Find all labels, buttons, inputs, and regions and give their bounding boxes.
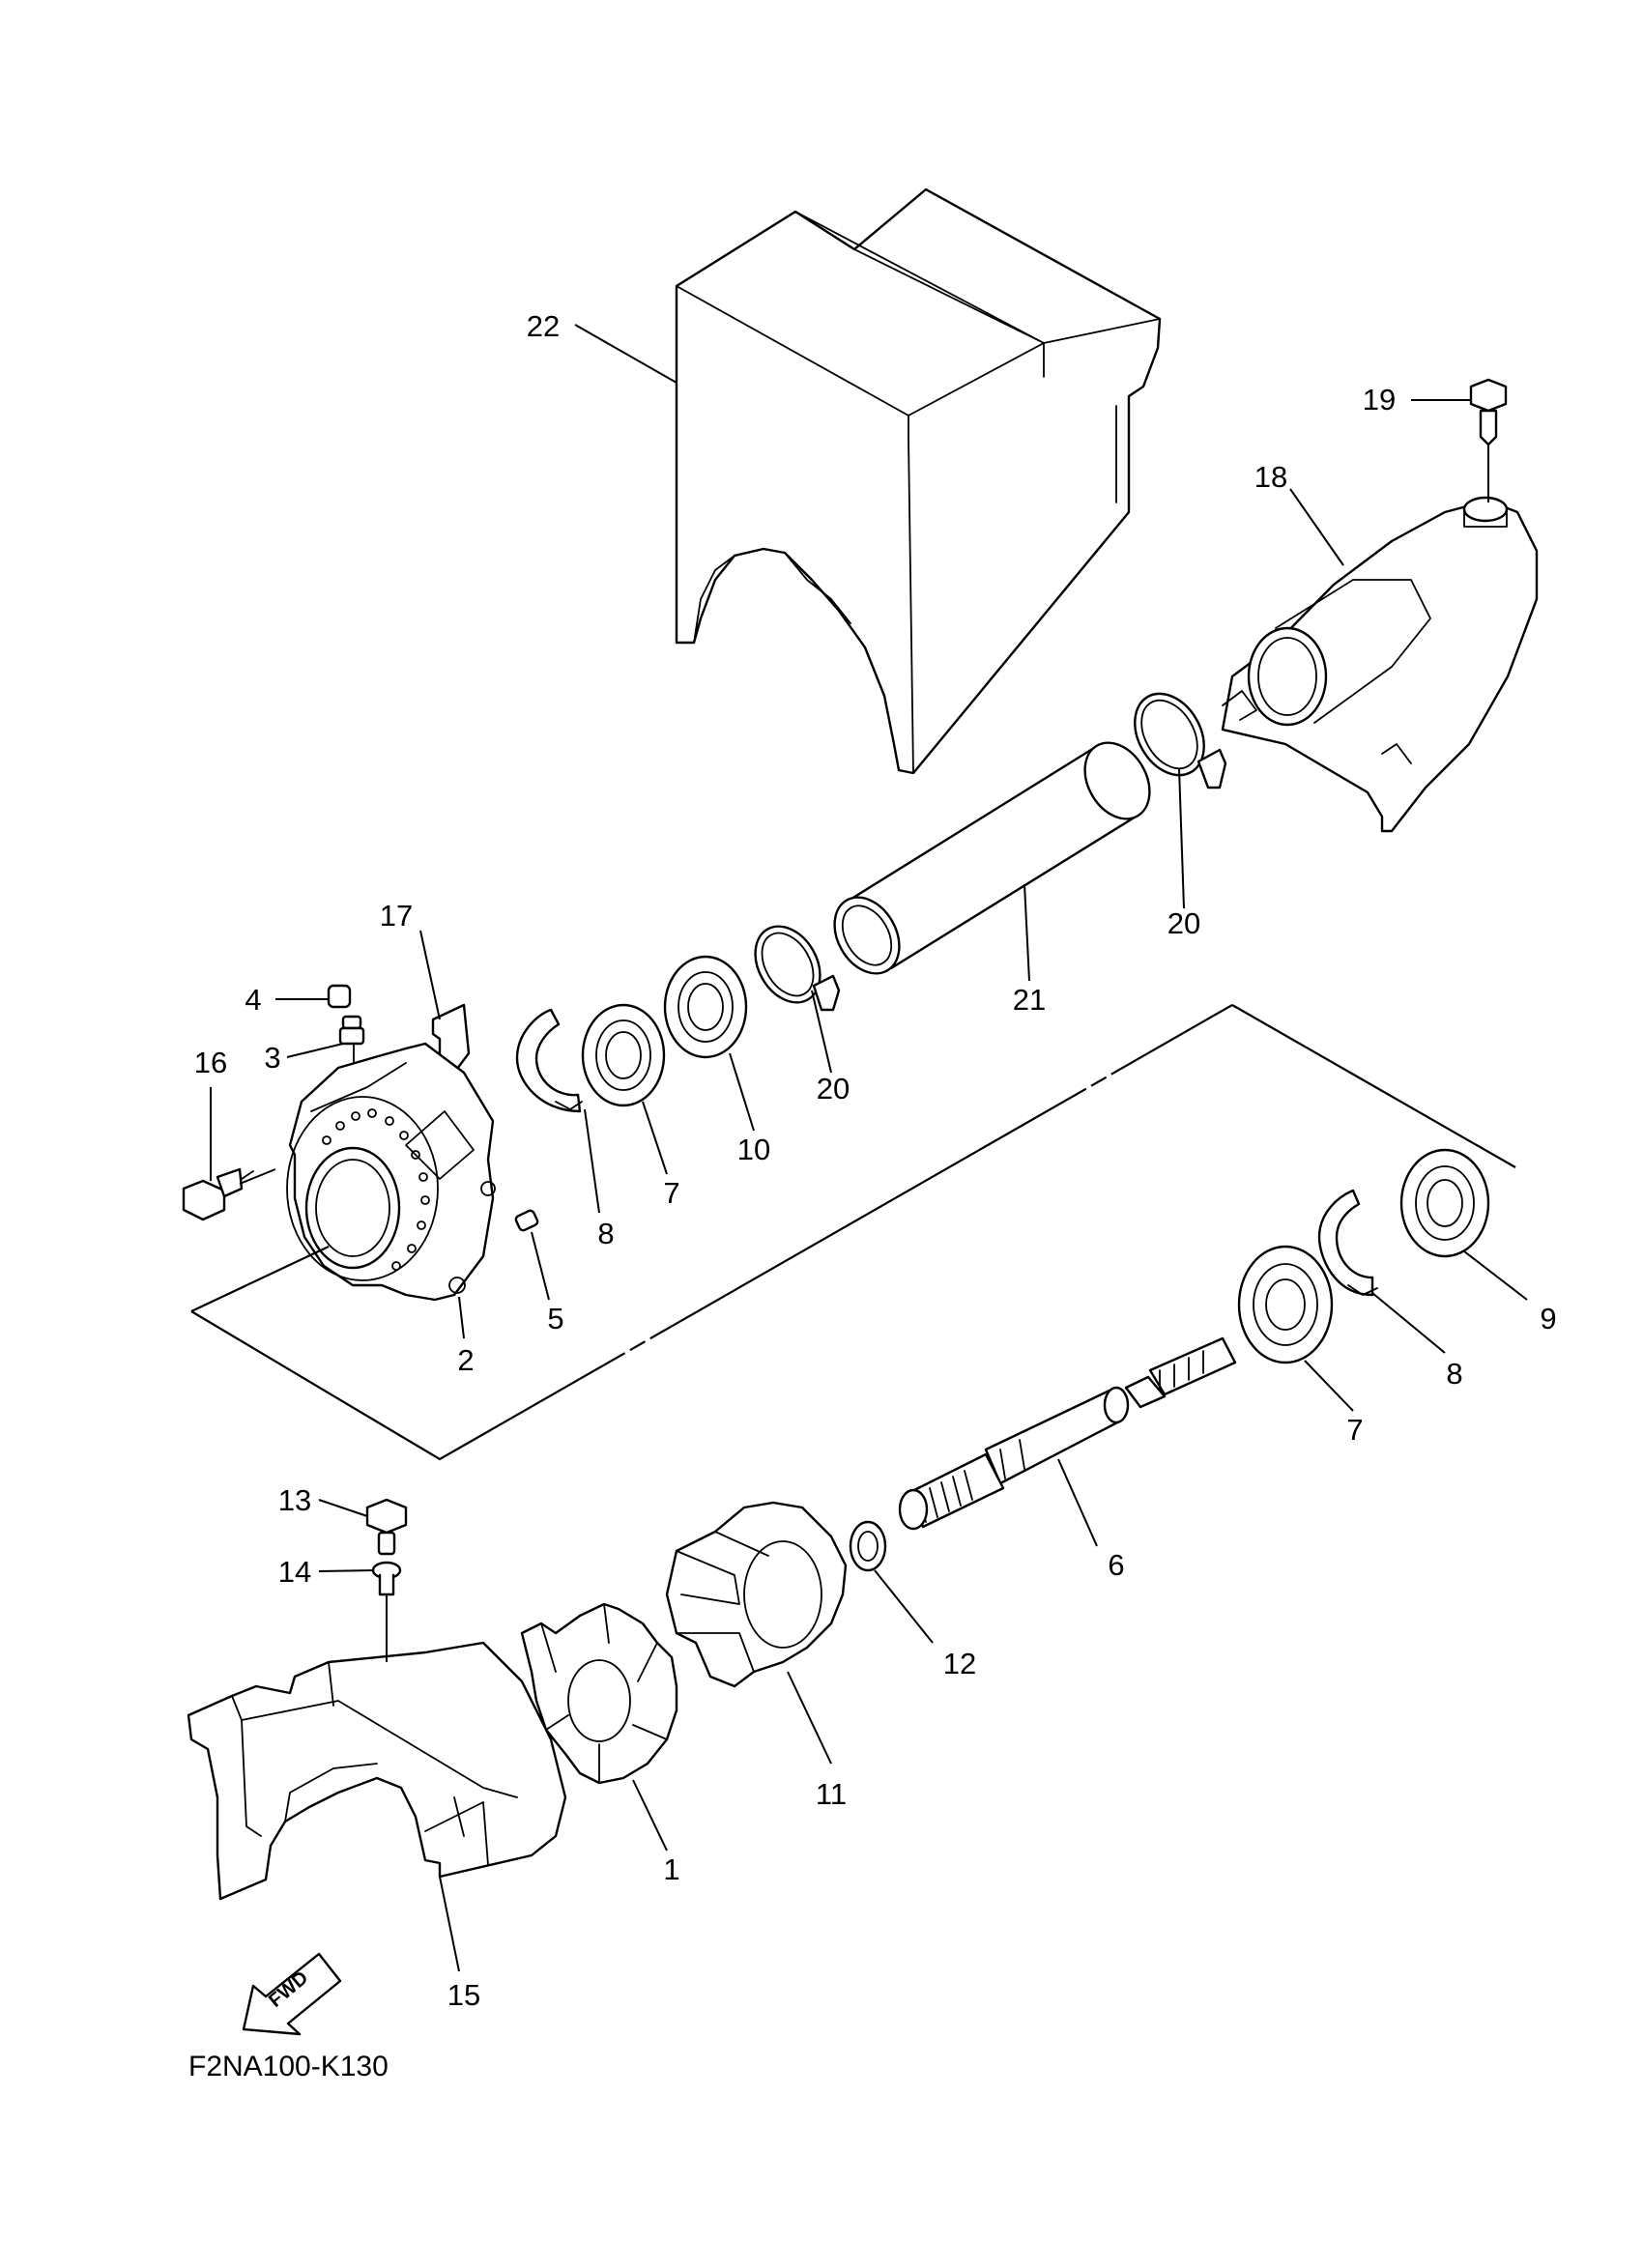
part-8-circlip-upper: [515, 1008, 583, 1113]
part-1-damper: [520, 1602, 678, 1785]
part-19-bolt: [1469, 378, 1508, 446]
callout-16: 16: [194, 1046, 227, 1079]
callout-14: 14: [278, 1555, 311, 1589]
callout-9: 9: [1540, 1302, 1556, 1335]
callout-21: 21: [1013, 983, 1046, 1017]
callout-13: 13: [278, 1483, 311, 1517]
callout-3: 3: [264, 1041, 280, 1075]
part-5-pin: [514, 1209, 539, 1232]
part-7-bearing-upper: [581, 1003, 666, 1107]
part-11-coupling: [665, 1501, 848, 1688]
part-15-intake-housing: [187, 1641, 567, 1901]
callout-22: 22: [527, 309, 560, 343]
leader-lines: [210, 324, 1528, 1972]
part-12-washer: [849, 1520, 887, 1572]
part-14-collar: [371, 1561, 402, 1596]
callout-20-upper: 20: [1167, 906, 1200, 940]
part-4-cap: [327, 984, 352, 1009]
part-9-bearing: [1399, 1148, 1490, 1258]
fwd-arrow-icon: FWD: [242, 1952, 342, 2036]
part-16-bolt: [182, 1167, 254, 1221]
part-2-housing: [286, 1042, 496, 1302]
callout-5: 5: [547, 1302, 563, 1335]
callout-7-lower: 7: [1346, 1413, 1363, 1447]
callout-4: 4: [245, 983, 261, 1017]
callout-17: 17: [380, 899, 413, 933]
part-18-nozzle: [1221, 496, 1539, 833]
callout-10: 10: [737, 1133, 770, 1166]
callout-11: 11: [816, 1777, 847, 1811]
part-22-cover: [675, 187, 1162, 775]
callout-6: 6: [1108, 1548, 1124, 1582]
callout-12: 12: [943, 1647, 976, 1680]
assembly-group-outline: [190, 1004, 1516, 1461]
callout-19: 19: [1363, 383, 1396, 416]
callout-labels: 22 19 18 20 21 20 17 4 3 16 10 7 8 5 2 9…: [194, 309, 1557, 2012]
callout-8-upper: 8: [597, 1217, 614, 1250]
diagram-code: F2NA100-K130: [188, 2051, 389, 2082]
callout-7-upper: 7: [663, 1176, 679, 1210]
part-13-bolt: [365, 1498, 408, 1556]
callout-1: 1: [663, 1852, 679, 1886]
callout-20-lower: 20: [817, 1072, 850, 1105]
part-21-tube: [833, 741, 1151, 975]
part-20-clamp-upper: [1134, 692, 1227, 789]
callout-2: 2: [457, 1343, 474, 1377]
part-7-bearing-lower: [1237, 1245, 1334, 1364]
callout-18: 18: [1254, 460, 1287, 494]
part-6-shaft: [898, 1336, 1237, 1531]
part-8-circlip-lower: [1317, 1189, 1378, 1297]
part-20-clamp-lower: [754, 925, 841, 1012]
callout-8-lower: 8: [1446, 1357, 1462, 1391]
callout-15: 15: [447, 1978, 480, 2012]
housing-bolt-holes: [322, 1108, 430, 1271]
part-10-bearing: [663, 955, 748, 1059]
